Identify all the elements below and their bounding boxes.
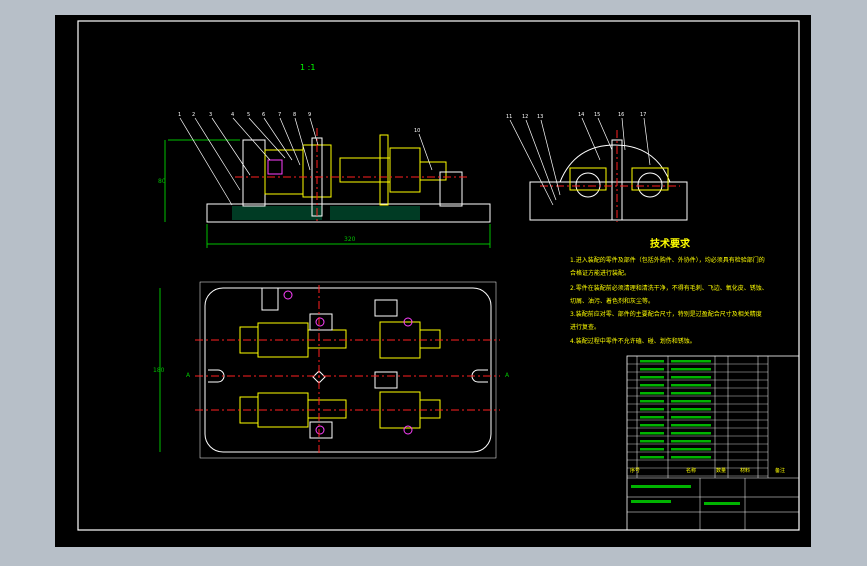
bom-col-note: 备注 bbox=[775, 467, 785, 474]
tech-req-line-4: 切屑、油污、着色剂和灰尘等。 bbox=[570, 297, 654, 305]
tech-req-line-6: 进行复查。 bbox=[570, 323, 600, 331]
svg-text:11: 11 bbox=[506, 114, 512, 120]
svg-text:4: 4 bbox=[231, 112, 234, 118]
tech-req-line-7: 4.装配过程中零件不允许磕、碰、划伤和锈蚀。 bbox=[570, 337, 696, 345]
svg-text:3: 3 bbox=[209, 112, 212, 118]
svg-text:8: 8 bbox=[293, 112, 296, 118]
svg-text:2: 2 bbox=[192, 112, 195, 118]
bom-col-name: 名称 bbox=[686, 467, 696, 474]
dim-height: 80 bbox=[158, 178, 166, 185]
dim-length: 320 bbox=[344, 236, 356, 243]
bom-col-seq: 序号 bbox=[630, 467, 640, 474]
side-view: 11 12 13 14 15 16 17 bbox=[506, 112, 688, 222]
svg-text:6: 6 bbox=[262, 112, 265, 118]
section-mark-right: A bbox=[505, 372, 510, 379]
tech-req-line-1: 1.进入装配的零件及部件（包括外购件、外协件），均必须具有检验部门的 bbox=[570, 256, 765, 264]
tech-req-line-2: 合格证方能进行装配。 bbox=[570, 269, 630, 277]
dim-plan-height: 180 bbox=[153, 367, 165, 374]
tech-requirements: 技术要求 1.进入装配的零件及部件（包括外购件、外协件），均必须具有检验部门的 … bbox=[570, 237, 768, 345]
svg-text:9: 9 bbox=[308, 112, 311, 118]
svg-text:15: 15 bbox=[594, 112, 600, 118]
sheet-background bbox=[55, 15, 811, 547]
svg-text:12: 12 bbox=[522, 114, 528, 120]
svg-text:7: 7 bbox=[278, 112, 281, 118]
svg-text:10: 10 bbox=[414, 128, 420, 134]
view-title: 1 :1 bbox=[300, 63, 315, 72]
svg-text:1: 1 bbox=[178, 112, 181, 118]
tech-req-title: 技术要求 bbox=[650, 237, 691, 250]
bom-col-material: 材料 bbox=[740, 467, 750, 474]
svg-text:13: 13 bbox=[537, 114, 543, 120]
tech-req-line-3: 2.零件在装配前必须清理和清洗干净，不得有毛刺、飞边、氧化皮、锈蚀、 bbox=[570, 284, 768, 292]
svg-text:5: 5 bbox=[247, 112, 250, 118]
svg-text:17: 17 bbox=[640, 112, 646, 118]
tech-req-line-5: 3.装配前应对零、部件的主要配合尺寸，特别是过盈配合尺寸及相关精度 bbox=[570, 310, 762, 318]
svg-text:16: 16 bbox=[618, 112, 624, 118]
svg-text:14: 14 bbox=[578, 112, 584, 118]
plan-view: 180 A A bbox=[153, 281, 510, 459]
bom-col-qty: 数量 bbox=[716, 467, 726, 474]
section-mark-left: A bbox=[186, 372, 191, 379]
title-block: 序号 名称 数量 材料 备注 bbox=[626, 355, 800, 531]
drawing-frame bbox=[77, 20, 800, 531]
front-view: 80 320 1 2 3 4 5 6 7 8 9 10 bbox=[158, 112, 491, 248]
